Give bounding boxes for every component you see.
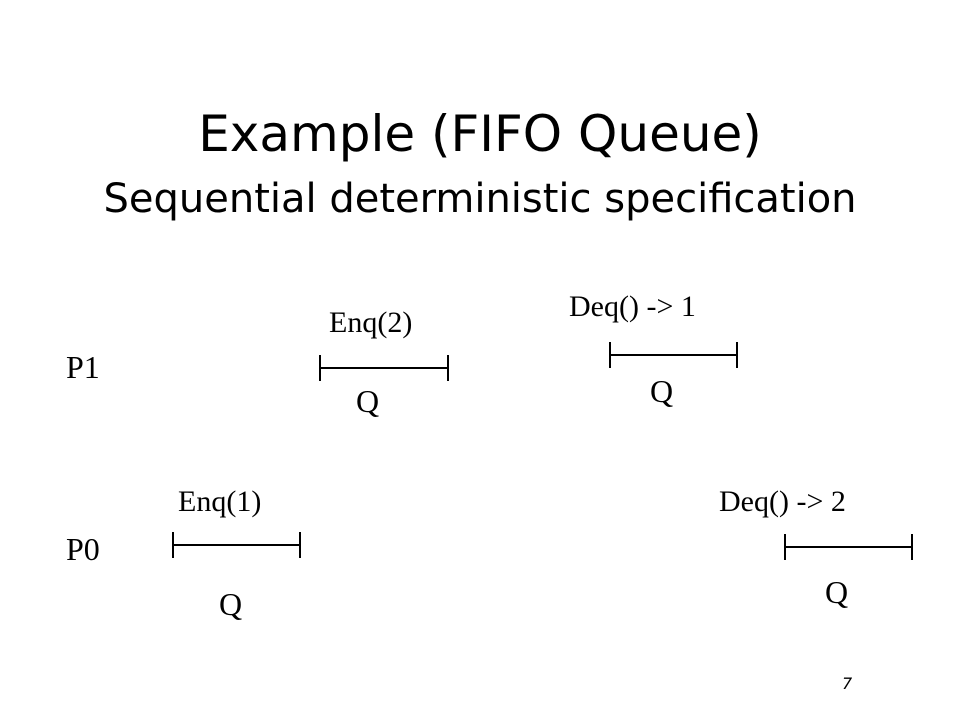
slide-title: Example (FIFO Queue) <box>198 105 762 163</box>
interval-deq1 <box>609 342 738 368</box>
interval-enq1 <box>172 532 301 558</box>
slide-subtitle: Sequential deterministic specification <box>103 176 857 222</box>
interval-enq2 <box>319 355 449 381</box>
page-number: 7 <box>842 674 853 693</box>
process-label-p0: P0 <box>66 531 100 567</box>
process-label-p1: P1 <box>66 349 100 385</box>
object-label-deq1: Q <box>650 373 674 409</box>
object-label-deq2: Q <box>825 574 849 610</box>
operation-label-deq1: Deq() -> 1 <box>569 290 696 323</box>
object-label-enq2: Q <box>356 383 380 419</box>
object-label-enq1: Q <box>219 586 243 622</box>
operation-label-enq1: Enq(1) <box>178 485 262 518</box>
operation-label-deq2: Deq() -> 2 <box>719 485 846 518</box>
operation-label-enq2: Enq(2) <box>329 306 413 339</box>
interval-deq2 <box>784 534 913 560</box>
